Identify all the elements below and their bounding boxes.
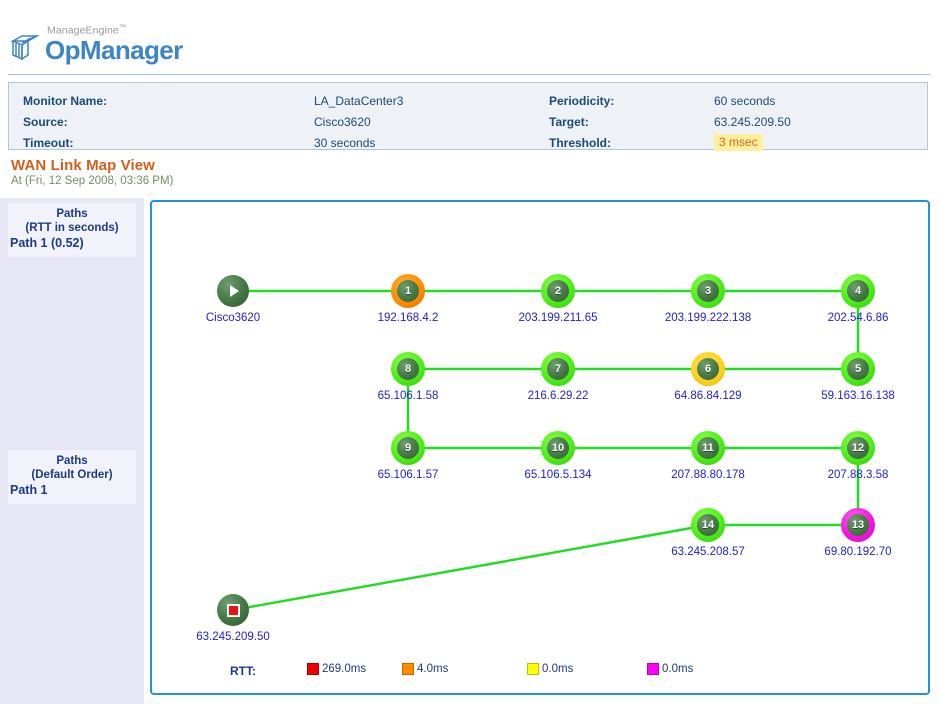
map-node-number: 9 bbox=[397, 437, 419, 459]
play-icon bbox=[230, 285, 239, 297]
map-node-label[interactable]: 192.168.4.2 bbox=[377, 312, 439, 324]
threshold-value: 3 msec bbox=[714, 134, 763, 151]
stop-icon bbox=[226, 603, 240, 617]
map-node-label[interactable]: 203.199.222.138 bbox=[664, 312, 752, 324]
map-node-number: 13 bbox=[847, 514, 869, 536]
rtt-legend-swatch bbox=[402, 663, 414, 675]
map-node-11[interactable]: 11 bbox=[691, 431, 725, 465]
map-node-number: 5 bbox=[847, 358, 869, 380]
map-node-label[interactable]: 63.245.209.50 bbox=[196, 631, 270, 643]
rtt-legend-item: 4.0ms bbox=[402, 663, 448, 675]
paths-panel-default: Paths (Default Order) Path 1 bbox=[8, 450, 136, 504]
map-node-label[interactable]: 207.88.80.178 bbox=[671, 469, 745, 481]
map-node-label[interactable]: 203.199.211.65 bbox=[518, 312, 598, 324]
map-node-label[interactable]: 65.106.1.57 bbox=[377, 469, 439, 481]
map-node-number: 10 bbox=[547, 437, 569, 459]
map-node-5[interactable]: 5 bbox=[841, 352, 875, 386]
rtt-legend-item: 0.0ms bbox=[647, 663, 693, 675]
map-node-label[interactable]: 216.6.29.22 bbox=[527, 390, 589, 402]
map-node-label[interactable]: 65.106.5.134 bbox=[524, 469, 592, 481]
map-link bbox=[232, 523, 709, 612]
monitor-info-panel: Monitor Name: LA_DataCenter3 Source: Cis… bbox=[8, 82, 928, 151]
map-node-number: 11 bbox=[697, 437, 719, 459]
map-node-10[interactable]: 10 bbox=[541, 431, 575, 465]
rtt-legend-swatch bbox=[647, 663, 659, 675]
map-node-number: 4 bbox=[847, 280, 869, 302]
map-node-number: 2 bbox=[547, 280, 569, 302]
trademark-symbol: ™ bbox=[118, 24, 126, 31]
map-node-13[interactable]: 13 bbox=[841, 508, 875, 542]
brand-subtitle: ManageEngine™ bbox=[47, 24, 183, 36]
header-divider bbox=[8, 74, 930, 75]
map-canvas[interactable]: Cisco3620 1 192.168.4.2 2 203.199.211.65 3 203… bbox=[152, 202, 928, 693]
paths-default-item-0[interactable]: Path 1 bbox=[10, 483, 48, 497]
map-node-label[interactable]: 64.86.84.129 bbox=[674, 390, 742, 402]
cube-logo-icon bbox=[10, 35, 40, 61]
brand-subtitle-text: ManageEngine bbox=[47, 24, 119, 37]
timeout-value: 30 seconds bbox=[314, 136, 376, 150]
map-node-number: 6 bbox=[697, 358, 719, 380]
timeout-label: Timeout: bbox=[23, 136, 74, 150]
map-node-label[interactable]: 63.245.208.57 bbox=[671, 546, 745, 558]
page-timestamp: At (Fri, 12 Sep 2008, 03:36 PM) bbox=[11, 175, 174, 187]
map-node-number: 7 bbox=[547, 358, 569, 380]
rtt-legend-value: 0.0ms bbox=[542, 663, 574, 675]
map-node-number: 1 bbox=[397, 280, 419, 302]
target-label: Target: bbox=[549, 115, 589, 129]
brand-logo[interactable]: ManageEngine™ OpManager bbox=[10, 24, 183, 63]
map-node-number: 3 bbox=[697, 280, 719, 302]
rtt-legend-swatch bbox=[307, 663, 319, 675]
map-node-label[interactable]: 207.88.3.58 bbox=[827, 469, 889, 481]
paths-rtt-subtitle: (RTT in seconds) bbox=[25, 222, 119, 234]
map-node-9[interactable]: 9 bbox=[391, 431, 425, 465]
map-links-layer bbox=[232, 289, 860, 612]
map-node-14[interactable]: 14 bbox=[691, 508, 725, 542]
page-title: WAN Link Map View bbox=[11, 157, 155, 174]
map-node-8[interactable]: 8 bbox=[391, 352, 425, 386]
app-header: ManageEngine™ OpManager bbox=[0, 0, 938, 72]
map-endpoint-source[interactable] bbox=[217, 275, 249, 307]
monitor-name-value: LA_DataCenter3 bbox=[314, 94, 404, 108]
rtt-legend-value: 0.0ms bbox=[662, 663, 694, 675]
brand-title: OpManager bbox=[45, 35, 183, 65]
paths-sidebar: Paths (RTT in seconds) Path 1 (0.52) Pat… bbox=[0, 198, 144, 704]
source-label: Source: bbox=[23, 115, 68, 129]
paths-rtt-title: Paths bbox=[56, 208, 88, 220]
map-node-number: 8 bbox=[397, 358, 419, 380]
rtt-legend: RTT: 269.0ms 4.0ms 0.0ms 0.0ms bbox=[152, 657, 928, 687]
target-value: 63.245.209.50 bbox=[714, 115, 791, 129]
wan-link-map-panel: Cisco3620 1 192.168.4.2 2 203.199.211.65 3 203… bbox=[150, 200, 930, 695]
periodicity-label: Periodicity: bbox=[549, 94, 615, 108]
map-node-12[interactable]: 12 bbox=[841, 431, 875, 465]
map-node-label[interactable]: 202.54.6.86 bbox=[827, 312, 889, 324]
map-node-7[interactable]: 7 bbox=[541, 352, 575, 386]
rtt-legend-item: 0.0ms bbox=[527, 663, 573, 675]
rtt-legend-swatch bbox=[527, 663, 539, 675]
paths-rtt-item-0[interactable]: Path 1 (0.52) bbox=[10, 236, 84, 250]
map-node-6[interactable]: 6 bbox=[691, 352, 725, 386]
map-node-label[interactable]: 59.163.16.138 bbox=[821, 390, 895, 402]
source-value: Cisco3620 bbox=[314, 115, 371, 129]
paths-panel-rtt: Paths (RTT in seconds) Path 1 (0.52) bbox=[8, 203, 136, 257]
rtt-legend-label: RTT: bbox=[230, 664, 256, 678]
rtt-legend-item: 269.0ms bbox=[307, 663, 366, 675]
paths-default-title: Paths bbox=[56, 455, 88, 467]
map-node-1[interactable]: 1 bbox=[391, 274, 425, 308]
paths-default-subtitle: (Default Order) bbox=[31, 469, 113, 481]
rtt-legend-value: 4.0ms bbox=[417, 663, 449, 675]
map-node-label[interactable]: 65.106.1.58 bbox=[377, 390, 439, 402]
monitor-name-label: Monitor Name: bbox=[23, 94, 107, 108]
periodicity-value: 60 seconds bbox=[714, 94, 776, 108]
map-node-label[interactable]: Cisco3620 bbox=[205, 312, 261, 324]
threshold-label: Threshold: bbox=[549, 136, 611, 150]
map-endpoint-dest[interactable] bbox=[217, 594, 249, 626]
map-node-number: 12 bbox=[847, 437, 869, 459]
map-node-3[interactable]: 3 bbox=[691, 274, 725, 308]
map-node-2[interactable]: 2 bbox=[541, 274, 575, 308]
map-node-4[interactable]: 4 bbox=[841, 274, 875, 308]
map-node-number: 14 bbox=[697, 514, 719, 536]
rtt-legend-value: 269.0ms bbox=[322, 663, 367, 675]
map-node-label[interactable]: 69.80.192.70 bbox=[824, 546, 892, 558]
